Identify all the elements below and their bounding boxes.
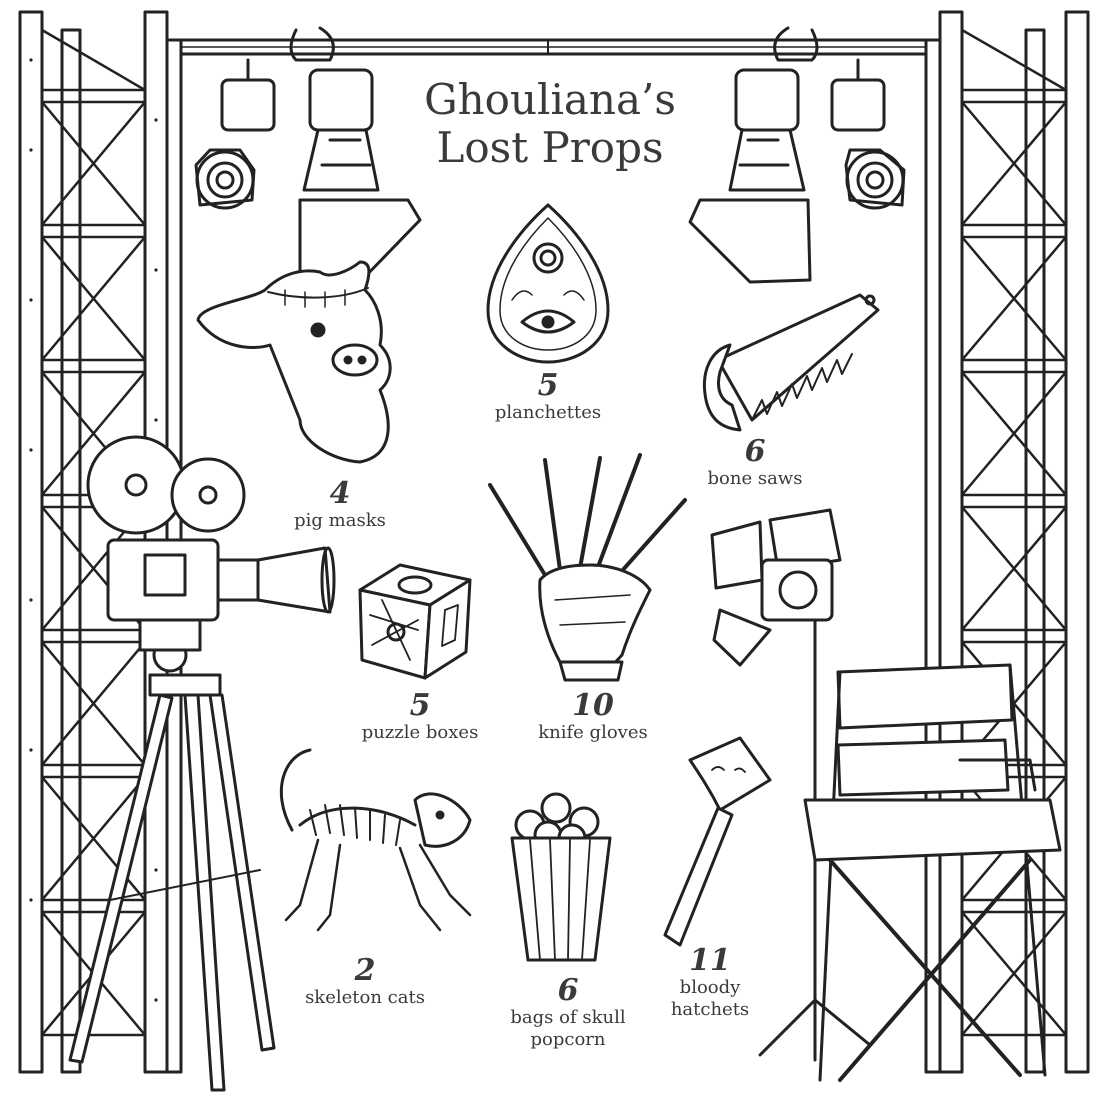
item-count: 6 [744,434,766,469]
item-count: 5 [537,368,559,403]
skull-popcorn-label: 6 bags of skull popcorn [488,975,648,1051]
item-count: 11 [689,943,731,978]
item-count: 4 [329,476,351,511]
small-spotlight-left-icon [194,58,276,210]
item-name: planchettes [494,402,602,423]
right-truss-icon [924,10,1090,1074]
item-name: knife gloves [538,722,648,743]
pig-masks-label: 4 pig masks [270,478,410,532]
puzzle-boxes-label: 5 puzzle boxes [345,690,495,744]
page-title: Ghouliana’s Lost Props [360,76,740,172]
bone-saws-label: 6 bone saws [685,436,825,490]
item-count: 5 [409,688,431,723]
item-name: skeleton cats [305,987,425,1008]
large-spotlight-left-icon [289,26,422,284]
small-spotlight-right-icon [830,58,906,210]
bone-saw-icon [703,293,880,432]
item-name-line-2: popcorn [530,1029,606,1050]
film-light-icon [710,508,872,1062]
item-name: puzzle boxes [361,722,479,743]
item-name-line-1: bloody [679,977,741,998]
skeleton-cats-label: 2 skeleton cats [290,955,440,1009]
directors-chair-icon [803,663,1062,1082]
puzzle-box-icon [358,563,472,680]
skeleton-cat-icon [279,748,472,932]
bloody-hatchet-icon [663,736,772,947]
movie-camera-icon [86,435,336,673]
item-name-line-2: hatchets [670,999,750,1020]
tripod-icon [68,673,276,1092]
planchettes-label: 5 planchettes [478,370,618,424]
title-line-2: Lost Props [436,123,664,172]
title-line-1: Ghouliana’s [424,75,676,124]
pig-mask-icon [196,260,392,464]
knife-glove-icon [488,453,687,682]
item-name: bone saws [707,468,803,489]
item-count: 6 [557,973,579,1008]
skull-popcorn-icon [510,792,612,962]
large-spotlight-right-icon [688,26,819,284]
planchette-icon [486,203,610,364]
item-count: 10 [572,688,614,723]
item-name: pig masks [294,510,386,531]
item-name-line-1: bags of skull [510,1007,626,1028]
bloody-hatchets-label: 11 bloody hatchets [650,945,770,1021]
item-count: 2 [354,953,376,988]
knife-gloves-label: 10 knife gloves [518,690,668,744]
